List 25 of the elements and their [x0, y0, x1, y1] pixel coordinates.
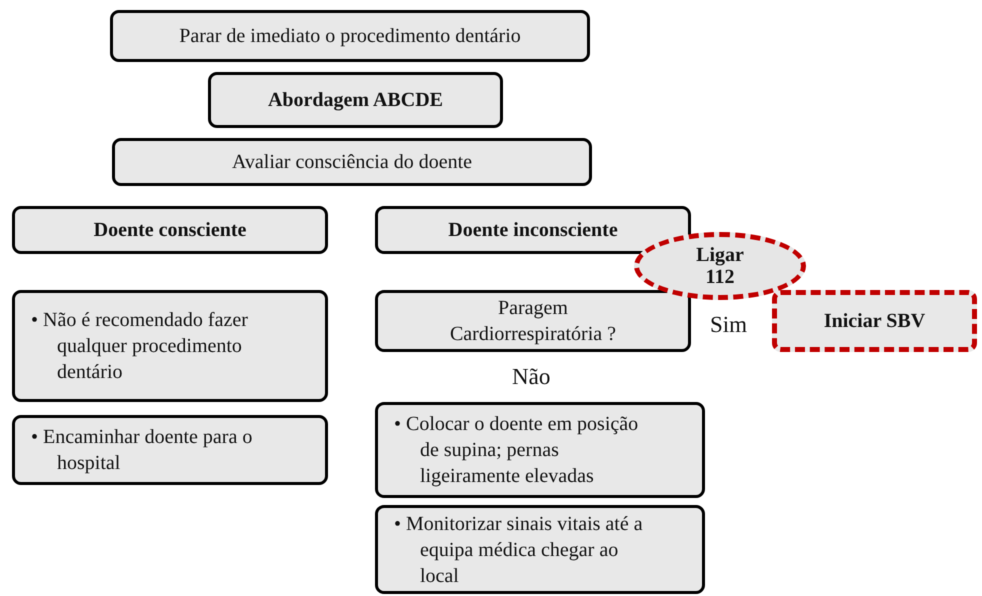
box-text: Doente inconsciente [448, 218, 618, 243]
box-text: Parar de imediato o procedimento dentário [179, 24, 521, 49]
process-box [208, 72, 503, 128]
bullet-box [12, 290, 328, 402]
box-text: Ligar 112 [695, 244, 745, 288]
bullet-box [375, 505, 705, 594]
box-text: Abordagem ABCDE [268, 88, 443, 113]
bullet-item: • Monitorizar sinais vitais até a equipa médica chegar ao local [394, 512, 644, 588]
bullet-item: • Colocar o doente em posição de supina; pernas ligeiramente elevadas [394, 412, 640, 489]
box-text: Avaliar consciência do doente [232, 150, 472, 175]
box-text: Doente consciente [94, 218, 246, 243]
answer-label: Não [512, 364, 550, 390]
process-box [110, 10, 590, 62]
decision-box [375, 290, 691, 352]
box-text: Iniciar SBV [824, 309, 926, 334]
process-box [112, 138, 592, 186]
bullet-box [12, 415, 328, 485]
box-text: Paragem Cardiorrespiratória ? [448, 296, 618, 347]
dashed-box [772, 290, 977, 352]
bullet-item: • Encaminhar doente para o hospital [31, 425, 254, 476]
bullet-item: • Não é recomendado fazer qualquer procedimento dentário [31, 308, 249, 385]
process-box [12, 206, 328, 254]
process-box [375, 206, 691, 254]
answer-label: Sim [710, 312, 748, 338]
bullet-box [375, 402, 705, 498]
